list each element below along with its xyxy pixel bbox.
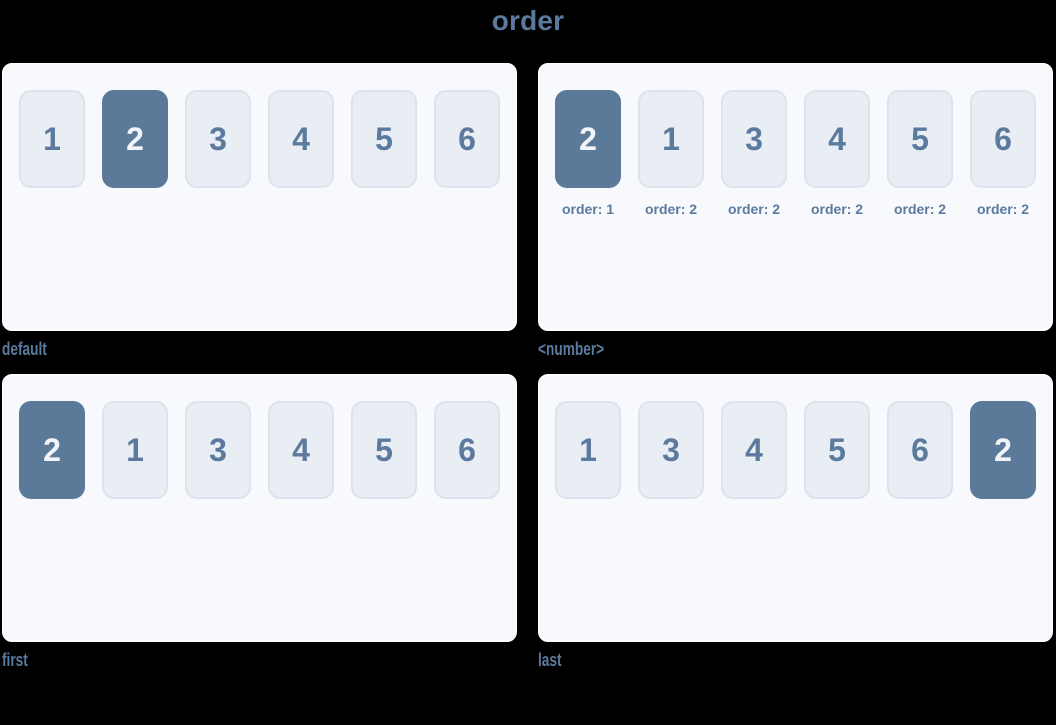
flex-item-box: 1 [638, 90, 704, 188]
flex-item-box: 6 [887, 401, 953, 499]
flex-item-box-highlighted: 2 [555, 90, 621, 188]
order-value-label: order: 1 [561, 201, 615, 217]
flex-item-box: 4 [268, 90, 334, 188]
example-cell-number: 2 order: 1 1 order: 2 3 order: 2 4 order: 2 5 ord… [538, 63, 1053, 359]
flex-item-box: 6 [970, 90, 1036, 188]
order-value-label: order: 2 [644, 201, 698, 217]
panel-caption-text: last [538, 650, 562, 670]
flex-item-box: 6 [434, 401, 500, 499]
panel-caption-first: first [2, 651, 517, 670]
flex-item-box-highlighted: 2 [102, 90, 168, 188]
flex-item-box: 5 [887, 90, 953, 188]
flex-item-box: 1 [555, 401, 621, 499]
flex-item-with-order-label: 6 order: 2 [970, 90, 1036, 217]
flex-item-box: 6 [434, 90, 500, 188]
example-panel-number: 2 order: 1 1 order: 2 3 order: 2 4 order: 2 5 ord… [538, 63, 1053, 331]
flex-item-box: 1 [19, 90, 85, 188]
order-value-label: order: 2 [893, 201, 947, 217]
flex-item-with-order-label: 3 order: 2 [721, 90, 787, 217]
flex-item-box: 3 [185, 401, 251, 499]
flex-item-box: 3 [721, 90, 787, 188]
flex-item-with-order-label: 5 order: 2 [887, 90, 953, 217]
order-value-label: order: 2 [727, 201, 781, 217]
flex-item-box: 4 [804, 90, 870, 188]
page-title: order [491, 5, 565, 36]
panel-caption-text: default [2, 339, 47, 359]
flex-item-box: 5 [351, 401, 417, 499]
flex-item-box: 4 [721, 401, 787, 499]
flex-item-with-order-label: 1 order: 2 [638, 90, 704, 217]
flex-item-with-order-label: 2 order: 1 [555, 90, 621, 217]
flex-item-with-order-label: 4 order: 2 [804, 90, 870, 217]
flex-item-box: 5 [351, 90, 417, 188]
flex-item-box-highlighted: 2 [970, 401, 1036, 499]
flex-item-box-highlighted: 2 [19, 401, 85, 499]
flex-row: 2 order: 1 1 order: 2 3 order: 2 4 order: 2 5 ord… [555, 90, 1036, 217]
flex-item-box: 3 [638, 401, 704, 499]
panel-caption-text: <number> [538, 339, 605, 359]
order-value-label: order: 2 [810, 201, 864, 217]
flex-item-box: 1 [102, 401, 168, 499]
flex-item-box: 4 [268, 401, 334, 499]
flex-item-box: 3 [185, 90, 251, 188]
panel-caption-last: last [538, 651, 1053, 670]
order-value-label: order: 2 [976, 201, 1030, 217]
flex-item-box: 5 [804, 401, 870, 499]
panel-caption-text: first [2, 650, 28, 670]
panel-caption-default: default [2, 340, 517, 359]
panel-caption-number: <number> [538, 340, 1053, 359]
